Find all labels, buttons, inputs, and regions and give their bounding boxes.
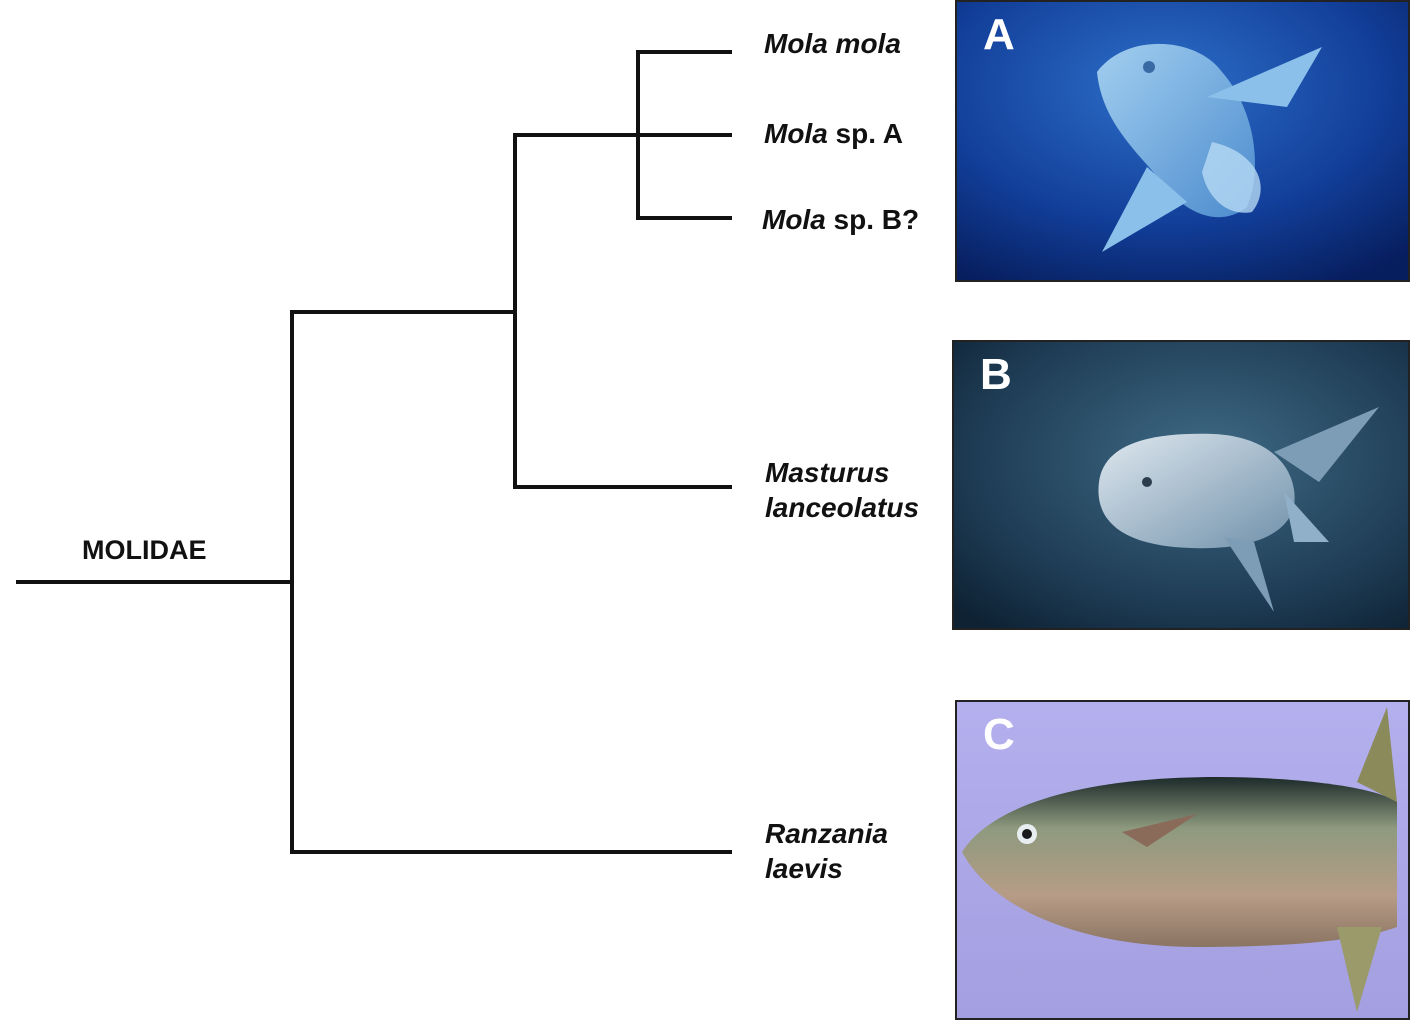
photo-panel-b: B [952, 340, 1410, 630]
photo-panel-a: A [955, 0, 1410, 282]
taxon-qualifier: sp. A [827, 118, 903, 149]
cladogram [16, 50, 732, 854]
mola-mola-photo [957, 2, 1408, 280]
panel-letter-b: B [980, 350, 1012, 399]
taxon-species: lanceolatus [765, 492, 920, 523]
taxon-genus: Ranzania [765, 818, 888, 849]
taxon-genus: Mola [764, 118, 828, 149]
taxon-mola-sp-b: Mola sp. B? [762, 202, 919, 237]
taxon-name: Mola mola [764, 28, 901, 59]
panel-letter-c: C [983, 710, 1015, 759]
taxon-genus: Masturus [765, 457, 890, 488]
ranzania-laevis-photo [957, 702, 1408, 1018]
taxon-mola-mola: Mola mola [764, 26, 901, 61]
taxon-mola-sp-a: Mola sp. A [764, 116, 903, 151]
taxon-masturus-lanceolatus: Masturus lanceolatus [765, 455, 919, 525]
masturus-lanceolatus-photo [954, 342, 1408, 628]
panel-letter-a: A [983, 10, 1015, 59]
photo-panel-c: C [955, 700, 1410, 1020]
family-label: MOLIDAE [82, 535, 207, 565]
taxon-qualifier: sp. B? [825, 204, 920, 235]
taxon-species: laevis [765, 853, 843, 884]
taxon-genus: Mola [762, 204, 826, 235]
taxon-ranzania-laevis: Ranzania laevis [765, 816, 888, 886]
